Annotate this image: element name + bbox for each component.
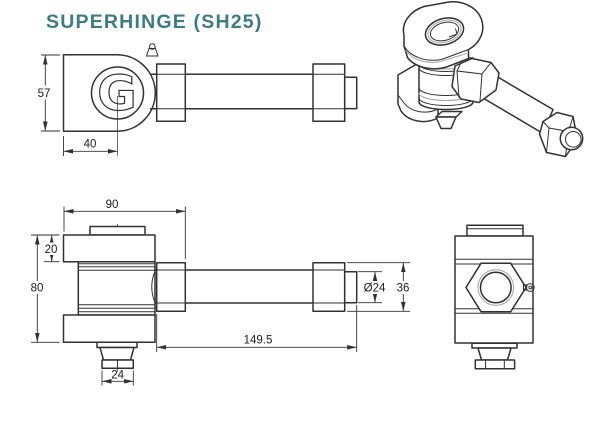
dim-label-80: 80 [31,283,44,295]
dim-label-149-5: 149.5 [244,335,273,347]
view-top-side: G 57 [33,43,358,156]
end-cap [343,76,358,110]
iso-bottom-nipple [435,110,463,130]
side-bore-inner [479,271,512,304]
dim-36: 36 [347,262,414,312]
top-plate [62,234,156,263]
iso-lower-plate-rim [397,94,439,113]
iso-end-nut [538,111,584,158]
dim-label-20: 20 [45,244,58,256]
adjuster-nut-front [155,261,187,313]
end-nut-front [312,261,358,313]
dim-57: 57 [33,54,60,132]
iso-hex-collar [451,57,500,104]
iso-logo-g-bar [448,28,458,38]
fitting-cone [477,347,512,361]
fitting-cone [99,346,135,361]
dim-label-40: 40 [84,139,97,151]
side-bore-outer [477,269,515,306]
label-mask [359,281,390,294]
iso-logo [424,17,465,46]
barrel-band-lines [78,263,155,313]
nipple-ball [149,43,156,50]
label-mask [26,281,48,294]
side-bottom-fitting [471,342,518,370]
label-mask [393,281,414,294]
dim-20: 20 [31,234,61,263]
dim-80: 80 [26,235,60,343]
page-title: SUPERHINGE (SH25) [46,11,263,33]
adjuster-nut-inner [155,63,187,123]
dim-label-36: 36 [397,283,410,295]
dim-40: 40 [63,136,118,156]
dim-label-dia24: Ø24 [364,283,386,295]
top-cap [89,225,146,236]
view-front: 90 20 80 24 [26,199,414,386]
label-mask [33,85,56,100]
rod-socket-arc [151,270,156,303]
label-mask [42,242,61,255]
side-top-plate [466,224,524,237]
logo-letter: G [97,66,136,122]
dim-149-5: 149.5 [156,305,358,352]
iso-end-cap [559,126,584,151]
dim-dia-24: Ø24 [358,271,390,304]
fitting-nut [474,359,516,370]
nut-outline [155,63,187,123]
mid-barrel [77,260,156,316]
fitting-washer [96,341,138,349]
nut-outline [312,63,346,123]
grease-nipple-top [145,43,159,57]
dim-label-24: 24 [111,370,124,382]
view-isometric [397,1,584,158]
end-nut [312,63,358,123]
view-side [454,224,535,370]
nipple-base [145,48,159,57]
iso-top-plate [402,1,484,70]
grease-nipple-side [523,283,535,292]
iso-top-plate-highlight [405,49,467,63]
dim-24: 24 [101,370,134,386]
hinge-body-outline [62,53,157,133]
bottom-fitting [96,341,138,370]
bottom-plate [62,314,156,344]
dim-label-90: 90 [106,199,119,211]
dim-90: 90 [63,199,186,259]
end-cap-front [343,270,358,304]
dim-label-57: 57 [38,88,51,100]
iso-top-plate-rim [403,45,469,61]
